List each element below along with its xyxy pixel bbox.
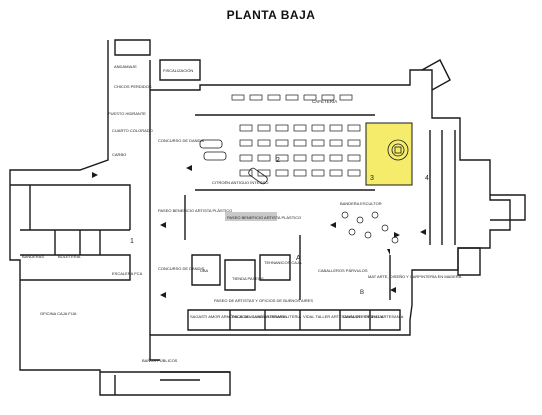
label-tehnanicos: TEHNANICOS CAJA	[264, 260, 302, 265]
label-citroen: CITROËN ANTIGUO ÍNTEGRO	[212, 180, 268, 185]
exhibit-round-tables	[341, 211, 399, 244]
car-3	[248, 167, 268, 185]
left-rooms	[20, 254, 131, 281]
car-1	[199, 139, 223, 149]
car-2	[203, 151, 227, 161]
cafeteria-tables	[231, 94, 361, 177]
label-bandera-escultor: BANDERA ESCULTOR	[340, 201, 382, 206]
shop-row	[187, 309, 401, 331]
stair-top	[114, 39, 151, 56]
label-cafeteria: CAFETERÍA	[312, 98, 337, 104]
label-library: LIBRARY LITERIA	[268, 314, 302, 319]
label-banderas: BANDERAS	[22, 254, 44, 259]
label-paseo-beneficio-tag: PASEO BENEFICIO ARTISTA PLÁSTICO	[227, 215, 301, 220]
label-letter-a: A	[296, 255, 301, 262]
label-sagasti: SAGASTI AMOR ARMÓNICA DEL JARDÍN	[190, 314, 267, 319]
left-upper-block	[10, 184, 131, 230]
label-paseo-artistas: PASEO DE ARTISTAS Y OFICIOS DE BUENOS AI…	[214, 298, 313, 303]
right-pillars	[429, 130, 456, 245]
label-carbo: CARBO	[112, 152, 126, 157]
label-boletera: BOLETERÍA	[58, 254, 81, 259]
cafeteria-band	[195, 114, 375, 191]
label-uba: UBA	[200, 268, 209, 273]
main-hall-wall	[149, 60, 511, 361]
right-annex	[490, 194, 526, 221]
label-fiscalizacion: FISCALIZACIÓN	[163, 68, 193, 73]
right-lower-annex	[457, 247, 481, 276]
label-oficina-caja: OFICINA CAJA FIJA	[40, 311, 77, 316]
label-palacia: PALACIA VILLAS ARTESANÍA	[232, 314, 287, 319]
left-rooms-2	[20, 229, 130, 255]
label-caballeros: CABALLEROS PÁRVULOS	[318, 268, 368, 273]
fiscal-box	[159, 59, 201, 81]
paseo-beneficio-tag-bg	[225, 212, 277, 221]
label-num-1: 1	[130, 238, 134, 245]
highlight-area-rings	[387, 139, 409, 161]
label-gaymar: GAYMAR PERCHAL ARTESANÍA	[343, 314, 404, 319]
label-tienda-paseos: TIENDA PASEOS	[232, 276, 264, 281]
label-puesto-hidrante: PUESTO HIDRANTE	[108, 111, 146, 116]
label-concurso-dandy-2: CONCURSO DE DANDIS	[158, 266, 205, 271]
central-blocks	[191, 254, 291, 291]
page-title: PLANTA BAJA	[226, 8, 316, 22]
label-chicos-perdidos: CHICOS PERDIDOS	[114, 84, 152, 89]
label-vidal: VIDAL TALLER ARTESANAL DEL ORIENTAL	[303, 314, 385, 319]
top-right-tower	[421, 59, 451, 91]
label-concurso-dandy: CONCURSO DE DANDIS	[158, 138, 205, 143]
lower-corridor	[100, 371, 230, 395]
west-corridor-wall	[9, 40, 231, 396]
label-letter-b: B	[360, 290, 364, 296]
label-num-3: 3	[370, 175, 374, 182]
label-num-4: 4	[425, 175, 429, 182]
label-cuarto-colorado: CUARTO COLORADO	[112, 128, 153, 133]
arrows	[92, 165, 426, 298]
label-escalera-fca: ESCALERA FCA	[112, 271, 143, 276]
label-num-2: 2	[276, 157, 280, 164]
label-mat-arte: MAT ARTE, DISEÑO Y CARPINTERÍA EN MADERA	[368, 274, 462, 279]
label-paseo-beneficio: PASEO BENEFICIO ARTISTA PLÁSTICO	[158, 208, 232, 213]
central-partition	[184, 195, 391, 300]
label-banos-publicos: BAÑOS PÚBLICOS	[142, 358, 178, 363]
label-andamiaje: ANDAMIAJE	[114, 64, 137, 69]
